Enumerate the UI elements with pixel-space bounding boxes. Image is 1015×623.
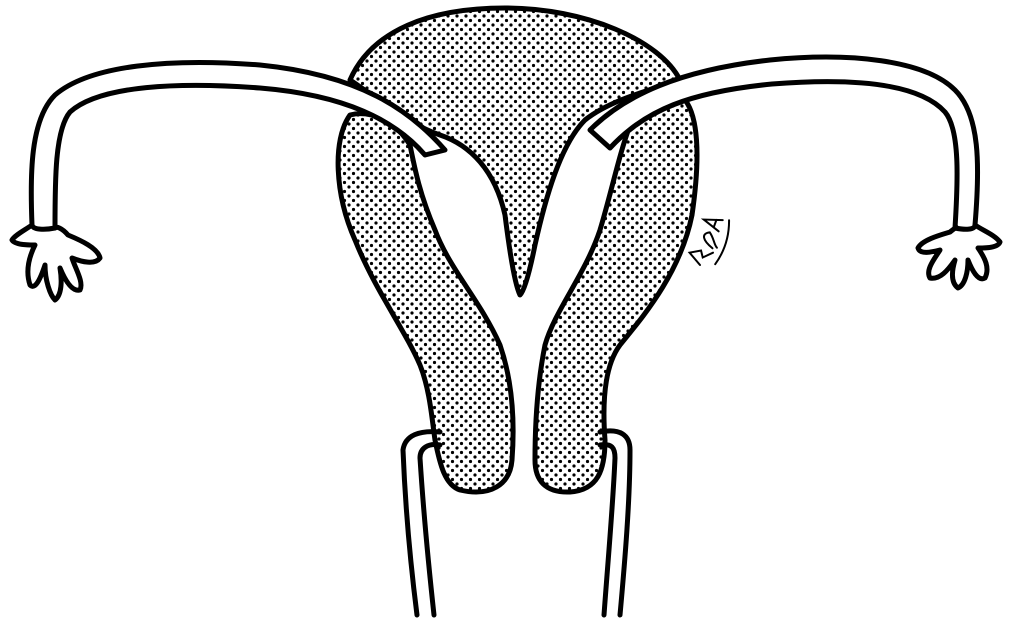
right-fimbriae — [918, 225, 1000, 288]
left-fimbriae — [12, 225, 100, 300]
left-vaginal-wall-inner — [420, 445, 440, 615]
artist-signature — [687, 211, 734, 270]
